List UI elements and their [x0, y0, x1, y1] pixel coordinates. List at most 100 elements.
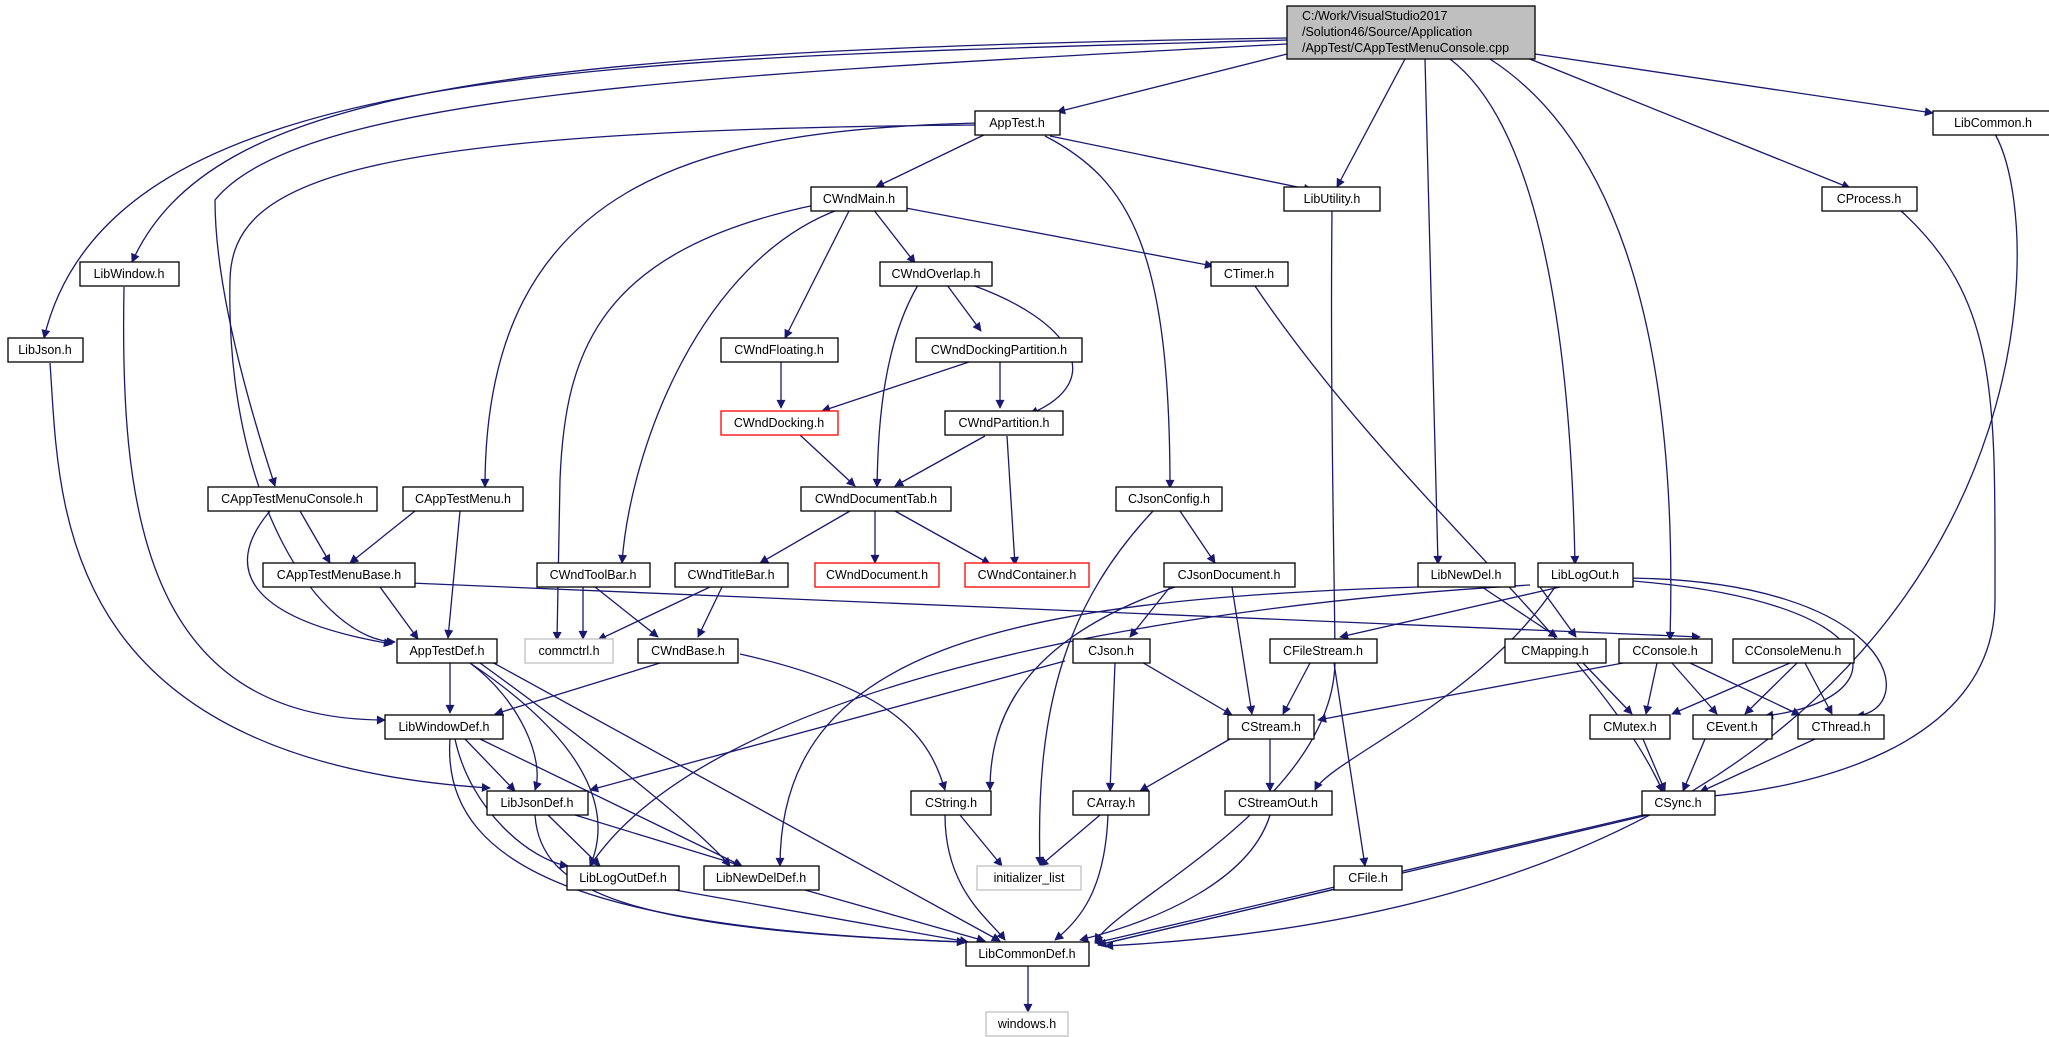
edge — [479, 738, 743, 867]
file-node-cwndbase[interactable]: CWndBase.h — [637, 638, 739, 664]
edge — [597, 586, 711, 641]
edge — [131, 37, 1288, 263]
edge — [944, 814, 1006, 941]
file-label: CConsoleMenu.h — [1745, 644, 1842, 658]
file-node-libcommondef[interactable]: LibCommonDef.h — [965, 941, 1090, 967]
edge — [1079, 814, 1271, 943]
edge — [41, 39, 1288, 339]
file-node-cstream[interactable]: CStream.h — [1227, 714, 1315, 740]
file-node-ctimer[interactable]: CTimer.h — [1210, 261, 1289, 287]
file-label: LibWindowDef.h — [398, 720, 489, 734]
file-node-csync[interactable]: CSync.h — [1641, 790, 1716, 816]
edge — [1231, 586, 1256, 715]
file-label: LibJsonDef.h — [501, 796, 574, 810]
edge — [1179, 510, 1216, 564]
edge — [759, 510, 851, 564]
file-label: CWndDocking.h — [734, 416, 824, 430]
file-node-cevent[interactable]: CEvent.h — [1692, 714, 1773, 740]
edge — [589, 584, 1531, 867]
file-node-cstring[interactable]: CString.h — [910, 790, 992, 816]
file-node-carray[interactable]: CArray.h — [1072, 790, 1150, 816]
file-node-capptestmenuconsole[interactable]: CAppTestMenuConsole.h — [207, 486, 378, 512]
edge — [1054, 814, 1109, 941]
file-node-cjson[interactable]: CJson.h — [1072, 638, 1151, 664]
file-node-libnewdeldef[interactable]: LibNewDelDef.h — [703, 865, 820, 891]
edge — [1481, 586, 1558, 638]
file-node-capptestmenubase[interactable]: CAppTestMenuBase.h — [262, 562, 416, 588]
file-node-cwnddockingpartition[interactable]: CWndDockingPartition.h — [915, 337, 1083, 363]
file-node-apptest[interactable]: AppTest.h — [974, 110, 1061, 136]
edge — [1049, 135, 1313, 193]
edge — [534, 814, 966, 947]
edge — [894, 205, 1214, 269]
file-node-cwndmain[interactable]: CWndMain.h — [810, 186, 908, 212]
edge — [494, 662, 661, 716]
file-node-cwndfloating[interactable]: CWndFloating.h — [720, 337, 839, 363]
file-node-cwndtitlebar[interactable]: CWndTitleBar.h — [674, 562, 789, 588]
edge — [959, 814, 1003, 867]
file-label: CStream.h — [1241, 720, 1301, 734]
edge — [1314, 586, 1556, 791]
file-label: CMapping.h — [1521, 644, 1588, 658]
file-label: LibNewDel.h — [1431, 568, 1502, 582]
file-label: CAppTestMenuBase.h — [277, 568, 401, 582]
file-node-libutility[interactable]: LibUtility.h — [1283, 186, 1381, 212]
file-node-cconsolemenu[interactable]: CConsoleMenu.h — [1732, 638, 1855, 664]
file-label: LibWindow.h — [94, 267, 165, 281]
file-node-cwndoverlap[interactable]: CWndOverlap.h — [879, 261, 993, 287]
file-node-cconsole[interactable]: CConsole.h — [1618, 638, 1713, 664]
file-node-cwnddocumenttab[interactable]: CWndDocumentTab.h — [800, 486, 952, 512]
file-node-cstreamout[interactable]: CStreamOut.h — [1224, 790, 1333, 816]
file-node-cprocess[interactable]: CProcess.h — [1821, 186, 1918, 212]
edge — [985, 586, 1176, 791]
edge — [1539, 586, 1577, 638]
file-node-cmapping[interactable]: CMapping.h — [1504, 638, 1607, 664]
file-node-libjson[interactable]: LibJson.h — [7, 337, 84, 363]
file-node-cjsondocument[interactable]: CJsonDocument.h — [1163, 562, 1296, 588]
file-node-libjsondef[interactable]: LibJsonDef.h — [486, 790, 589, 816]
edge — [1682, 738, 1706, 792]
file-label: CWndToolBar.h — [550, 568, 637, 582]
file-label: LibCommonDef.h — [978, 947, 1075, 961]
edge — [1056, 53, 1288, 115]
file-node-libcommon[interactable]: LibCommon.h — [1932, 110, 2049, 136]
file-node-cjsonconfig[interactable]: CJsonConfig.h — [1115, 486, 1223, 512]
file-node-cfile[interactable]: CFile.h — [1333, 865, 1403, 891]
file-label: LibCommon.h — [1954, 116, 2032, 130]
root-line-2: /Solution46/Source/Application — [1302, 25, 1472, 39]
file-label: AppTestDef.h — [409, 644, 484, 658]
edge — [589, 660, 1066, 793]
edge — [1336, 58, 1406, 188]
edge — [1317, 662, 1624, 723]
file-node-apptestdef[interactable]: AppTestDef.h — [396, 638, 498, 664]
file-node-cwndcontainer[interactable]: CWndContainer.h — [964, 562, 1090, 588]
file-node-libnewdel[interactable]: LibNewDel.h — [1417, 562, 1516, 588]
file-node-cthread[interactable]: CThread.h — [1797, 714, 1885, 740]
file-label: CSync.h — [1654, 796, 1701, 810]
file-node-liblogoutdef[interactable]: LibLogOutDef.h — [566, 865, 680, 891]
file-node-liblogout[interactable]: LibLogOut.h — [1537, 562, 1634, 588]
file-node-root[interactable]: C:/Work/VisualStudio2017 /Solution46/Sou… — [1286, 5, 1536, 60]
edge — [1689, 662, 1801, 716]
file-node-cwndtoolbar[interactable]: CWndToolBar.h — [536, 562, 651, 588]
file-node-commctrl[interactable]: commctrl.h — [524, 638, 614, 664]
file-label: CFileStream.h — [1283, 644, 1363, 658]
edge — [1339, 586, 1561, 640]
file-node-cmutex[interactable]: CMutex.h — [1589, 714, 1671, 740]
file-label: AppTest.h — [989, 116, 1045, 130]
file-node-cfilestream[interactable]: CFileStream.h — [1269, 638, 1378, 664]
edge — [1671, 662, 1791, 715]
file-node-windows[interactable]: windows.h — [985, 1011, 1069, 1037]
file-node-cwndpartition[interactable]: CWndPartition.h — [944, 410, 1064, 436]
file-node-libwindowdef[interactable]: LibWindowDef.h — [384, 714, 504, 740]
file-node-cwnddocking[interactable]: CWndDocking.h — [720, 410, 839, 436]
file-node-libwindow[interactable]: LibWindow.h — [79, 261, 180, 287]
file-node-initializer-list[interactable]: initializer_list — [976, 865, 1082, 891]
file-node-capptestmenu[interactable]: CAppTestMenu.h — [402, 486, 524, 512]
file-node-cwnddocument[interactable]: CWndDocument.h — [814, 562, 940, 588]
file-label: CWndDocument.h — [826, 568, 928, 582]
edge — [821, 360, 973, 413]
edge — [799, 434, 856, 487]
edge — [1333, 662, 1369, 867]
edge — [246, 510, 393, 648]
